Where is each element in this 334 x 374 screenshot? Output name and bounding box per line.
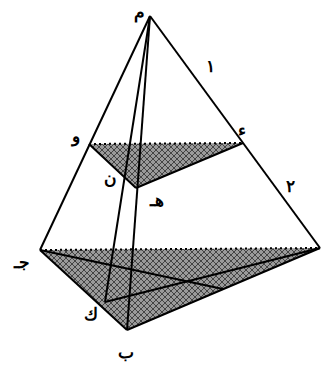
- point-label: ن: [104, 170, 116, 187]
- pyramid-edges: [40, 16, 320, 330]
- vertex-label: و: [72, 128, 80, 145]
- vertex-label: ء: [238, 122, 246, 139]
- hidden-edges: [40, 143, 320, 250]
- length-label: ١: [206, 58, 215, 75]
- vertex-label: جـ: [14, 254, 30, 271]
- base-face: [40, 248, 320, 330]
- length-label: ٢: [286, 178, 295, 195]
- vertex-label: ب: [118, 344, 134, 361]
- section-face: [89, 143, 243, 188]
- vertex-label: م: [134, 4, 145, 21]
- vertex-label: هـ: [150, 192, 164, 209]
- point-label: ك: [84, 306, 98, 323]
